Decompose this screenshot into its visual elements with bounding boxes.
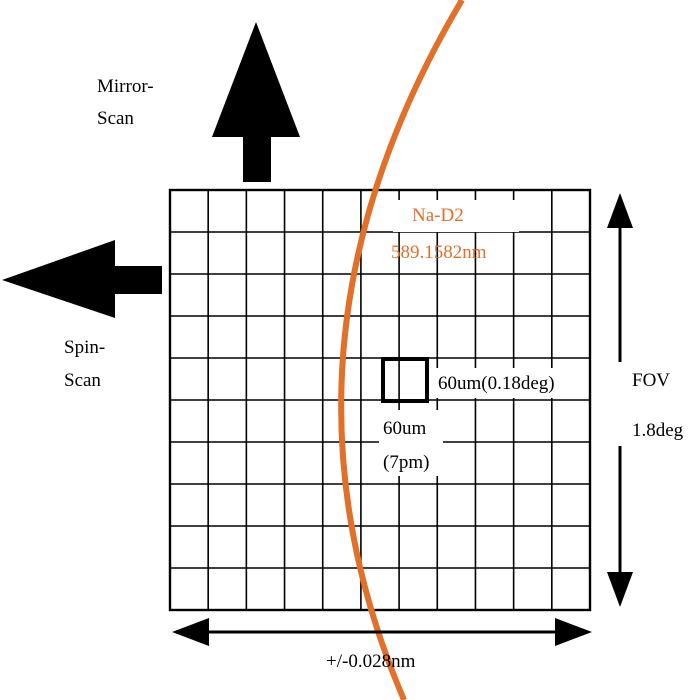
mirror-scan-arrow bbox=[212, 22, 300, 182]
line-label-bg bbox=[393, 200, 519, 232]
pixel-size-label-bg bbox=[432, 368, 582, 398]
mirror-scan-label-line2: Scan bbox=[97, 108, 134, 129]
fov-value: 1.8deg bbox=[632, 420, 684, 441]
detector-grid bbox=[168, 188, 592, 612]
pixel-width-label: 60um bbox=[383, 418, 427, 439]
fov-label-bg bbox=[600, 362, 666, 446]
bandwidth-arrow bbox=[172, 618, 592, 646]
spin-scan-arrow bbox=[2, 240, 162, 318]
pixel-size-label: 60um(0.18deg) bbox=[438, 373, 555, 394]
pixel-spectral-label: (7pm) bbox=[383, 452, 429, 473]
spectral-line-name: Na-D2 bbox=[412, 205, 464, 226]
spectral-line-wavelength: 589.1582nm bbox=[391, 242, 487, 263]
spectral-line-curve bbox=[338, 0, 465, 700]
pixel-dims-label-bg bbox=[379, 410, 443, 476]
mirror-scan-label-line1: Mirror- bbox=[97, 76, 154, 97]
bandwidth-label: +/-0.028nm bbox=[326, 651, 416, 672]
fov-title: FOV bbox=[632, 370, 670, 391]
pixel-highlight bbox=[381, 357, 429, 403]
spin-scan-label-line1: Spin- bbox=[64, 337, 105, 358]
spin-scan-label-line2: Scan bbox=[64, 370, 101, 391]
